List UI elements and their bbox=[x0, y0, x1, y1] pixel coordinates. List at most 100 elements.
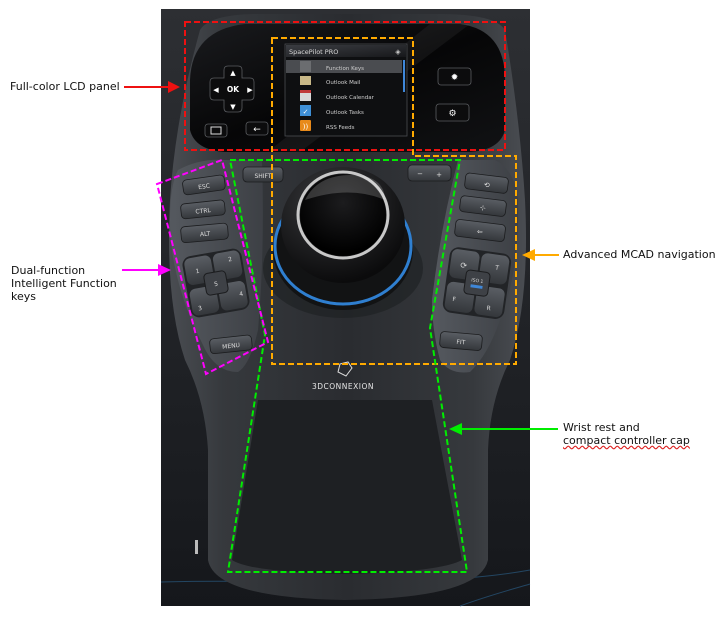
lcd-menu-item[interactable]: RSS Feeds bbox=[326, 125, 355, 131]
alt-key[interactable]: ALT bbox=[180, 222, 229, 244]
number-key-cluster: 1 2 3 4 5 bbox=[182, 248, 250, 318]
nav-pad: ▲ ▼ ◀ ▶ OK bbox=[209, 65, 255, 113]
floor-line bbox=[459, 583, 531, 607]
menu-key[interactable]: MENU bbox=[209, 334, 253, 355]
nav-ok-button[interactable]: OK bbox=[227, 85, 240, 94]
calendar-icon bbox=[300, 90, 311, 101]
settings-icon: ⚙ bbox=[448, 109, 456, 119]
lcd-menu-item[interactable]: Outlook Mail bbox=[326, 80, 361, 86]
cap-rim bbox=[296, 170, 390, 260]
brand-cube-icon bbox=[337, 361, 353, 377]
lcd-selected-row bbox=[286, 60, 402, 73]
lcd-title: SpacePilot PRO bbox=[289, 48, 338, 56]
rss-icon bbox=[300, 120, 311, 131]
rotate-view-icon: ⟲ bbox=[483, 181, 490, 190]
tasks-icon bbox=[300, 105, 311, 116]
window-icon bbox=[210, 126, 222, 135]
lcd-screen: SpacePilot PRO ◈ Function Keys Outlook M… bbox=[284, 43, 408, 137]
callout-wrist-line2: compact controller cap bbox=[563, 434, 690, 447]
iso-view-sub bbox=[470, 284, 483, 289]
number-key-5-label: 5 bbox=[214, 281, 219, 289]
nav-down-icon[interactable]: ▼ bbox=[230, 103, 236, 111]
view-switch-button[interactable] bbox=[204, 123, 228, 138]
right-view-label: R bbox=[486, 305, 491, 313]
callout-mcad-text: Advanced MCAD navigation bbox=[563, 248, 716, 261]
callout-mcad-label: Advanced MCAD navigation bbox=[563, 248, 716, 261]
callout-function-keys-line1: Dual-function bbox=[11, 264, 86, 277]
alt-key-label: ALT bbox=[200, 230, 211, 238]
rss-glyph: )) bbox=[303, 123, 309, 131]
rotate-view-key[interactable]: ⟲ bbox=[464, 172, 509, 194]
function-keys-highlight-box bbox=[155, 158, 270, 376]
lock-rotation-key[interactable]: ⇐ bbox=[454, 219, 506, 242]
lcd-title-bar bbox=[286, 45, 406, 57]
brand-logo: 3DCONNEXION bbox=[312, 361, 374, 391]
function-keys-icon bbox=[300, 61, 311, 72]
number-key-1-label: 1 bbox=[195, 268, 200, 276]
front-view-label: F bbox=[452, 296, 457, 303]
cap-reflection bbox=[305, 175, 385, 200]
nav-right-icon[interactable]: ▶ bbox=[247, 86, 253, 94]
plus-label: + bbox=[436, 171, 442, 179]
callout-lcd-text: Full-color LCD panel bbox=[10, 80, 120, 93]
mcad-arrow bbox=[522, 249, 559, 261]
number-key-4-label: 4 bbox=[239, 290, 244, 298]
callout-function-keys-line3: keys bbox=[11, 290, 36, 303]
lcd-menu-item[interactable]: Outlook Calendar bbox=[326, 95, 375, 101]
ctrl-key[interactable]: CTRL bbox=[180, 199, 226, 220]
fit-key-label: FIT bbox=[456, 339, 466, 347]
brightness-icon: ✹ bbox=[451, 73, 459, 83]
shift-key[interactable]: SHIFT bbox=[242, 166, 284, 183]
esc-key[interactable]: ESC bbox=[182, 174, 226, 196]
lcd-highlight-box bbox=[184, 21, 506, 151]
function-keys-arrow bbox=[122, 264, 171, 276]
callout-function-keys-line2: Intelligent Function bbox=[11, 277, 117, 290]
lcd-menu-item[interactable]: Outlook Tasks bbox=[326, 110, 364, 116]
callout-wrist-label: Wrist rest and compact controller cap bbox=[563, 421, 690, 447]
iso-view-key[interactable] bbox=[463, 269, 491, 297]
lcd-scrollbar[interactable] bbox=[403, 60, 405, 92]
shift-key-label: SHIFT bbox=[254, 173, 271, 180]
lcd-menu: Function Keys Outlook Mail Outlook Calen… bbox=[300, 61, 375, 131]
zoom-key[interactable]: − + bbox=[407, 164, 452, 182]
nav-left-icon[interactable]: ◀ bbox=[213, 86, 219, 94]
back-arrow-icon: ← bbox=[253, 125, 261, 135]
nav-up-icon[interactable]: ▲ bbox=[230, 69, 236, 77]
number-key-2-label: 2 bbox=[228, 256, 233, 264]
lcd-logo-icon: ◈ bbox=[395, 48, 401, 56]
right-keys: ⟲ ⊹ ⇐ ⟳ T F R ISO 1 FIT bbox=[439, 172, 512, 351]
view-key-cluster: ⟳ T F R ISO 1 bbox=[442, 247, 512, 319]
number-key-5[interactable] bbox=[203, 270, 229, 296]
callout-function-keys-label: Dual-function Intelligent Function keys bbox=[11, 264, 117, 303]
callout-wrist-line1: Wrist rest and bbox=[563, 421, 640, 434]
callout-wrist-line2-text: compact controller cap bbox=[563, 434, 690, 447]
calendar-icon-header bbox=[300, 90, 311, 93]
axis-icon: ⊹ bbox=[479, 204, 486, 213]
brightness-button[interactable] bbox=[437, 67, 472, 86]
lcd-menu-item[interactable]: Function Keys bbox=[326, 66, 364, 72]
mcad-highlight-box bbox=[271, 37, 517, 365]
controller-cap[interactable] bbox=[263, 167, 423, 318]
lock-rotation-icon: ⇐ bbox=[476, 228, 483, 237]
side-label bbox=[195, 540, 198, 554]
back-button[interactable] bbox=[245, 121, 269, 136]
mail-icon bbox=[300, 76, 311, 85]
wrist-rest bbox=[232, 400, 462, 574]
wrist-arrow bbox=[449, 423, 558, 435]
top-view-label: T bbox=[494, 264, 500, 272]
nav-pad-cross[interactable] bbox=[209, 65, 255, 113]
left-keys: ESC CTRL ALT 1 2 3 4 5 MENU bbox=[180, 174, 253, 355]
iso-view-label: ISO 1 bbox=[471, 277, 484, 285]
ctrl-key-label: CTRL bbox=[195, 207, 212, 216]
fit-key[interactable]: FIT bbox=[439, 331, 483, 351]
brand-name: 3DCONNEXION bbox=[312, 382, 374, 391]
number-key-3-label: 3 bbox=[198, 305, 203, 313]
cap-top bbox=[300, 174, 386, 256]
menu-key-label: MENU bbox=[222, 342, 240, 351]
tasks-check: ✓ bbox=[303, 108, 309, 116]
dominant-axis-key[interactable]: ⊹ bbox=[459, 195, 507, 217]
settings-button[interactable] bbox=[435, 103, 470, 122]
wrist-highlight-box bbox=[226, 159, 469, 573]
roll-view-icon: ⟳ bbox=[460, 261, 468, 271]
